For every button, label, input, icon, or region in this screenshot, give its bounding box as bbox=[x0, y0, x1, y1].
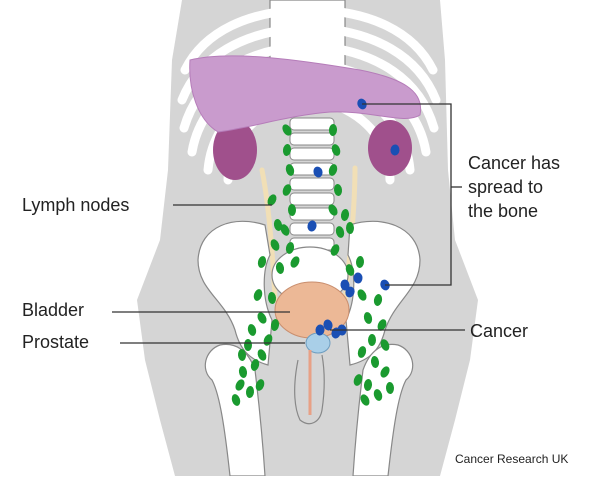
bladder-label: Bladder bbox=[22, 299, 84, 321]
vertebra bbox=[290, 163, 334, 175]
bone-spread-label-line2: spread to bbox=[468, 176, 543, 198]
cancer-label: Cancer bbox=[470, 320, 528, 342]
bone-spread-label-line1: Cancer has bbox=[468, 152, 560, 174]
right-kidney bbox=[368, 120, 412, 176]
credit-text: Cancer Research UK bbox=[455, 452, 568, 466]
vertebra bbox=[290, 193, 334, 205]
vertebra bbox=[290, 208, 334, 220]
vertebra bbox=[290, 178, 334, 190]
prostate-label: Prostate bbox=[22, 331, 89, 353]
vertebra bbox=[290, 148, 334, 160]
vertebra bbox=[290, 118, 334, 130]
lymph-nodes-label: Lymph nodes bbox=[22, 194, 129, 216]
vertebra bbox=[290, 133, 334, 145]
bone-spread-label-line3: the bone bbox=[468, 200, 538, 222]
lymph-node bbox=[244, 339, 252, 351]
